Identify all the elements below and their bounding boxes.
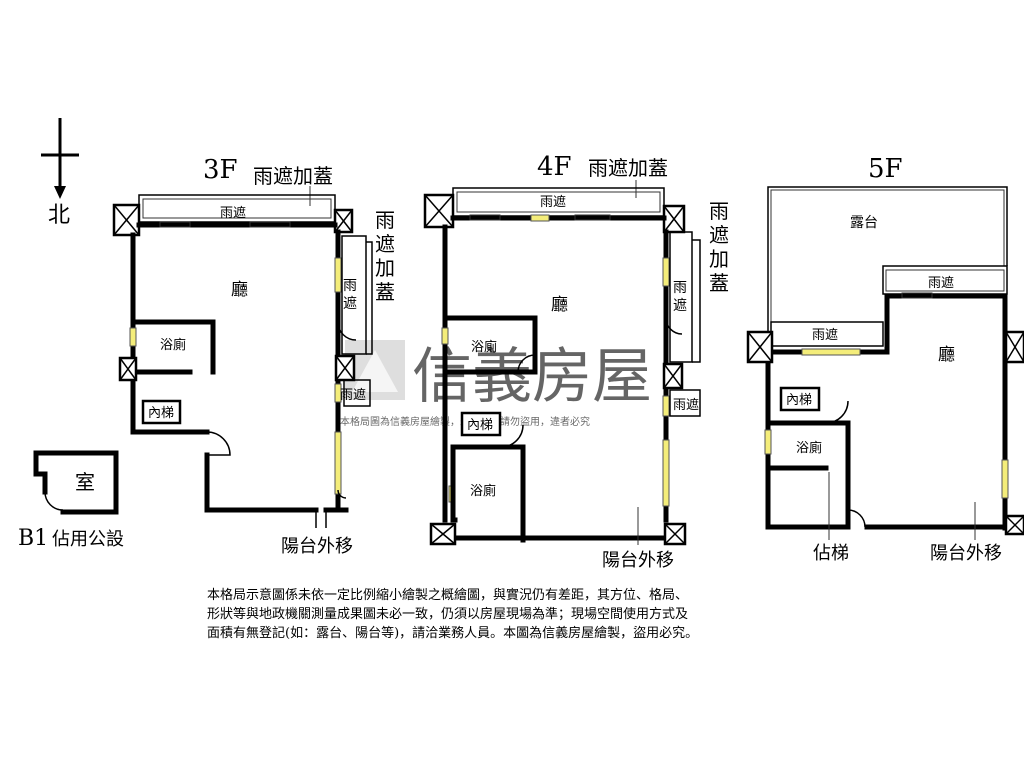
column-3f-tl <box>112 203 141 237</box>
column-4f-tl <box>423 193 455 229</box>
floor-5f: 5F 露台 雨遮 雨遮 <box>746 154 1024 564</box>
svg-text:內梯: 內梯 <box>148 406 174 421</box>
floor-3f-rain-shelter-top: 雨遮 <box>220 205 246 221</box>
north-label: 北 <box>48 203 70 228</box>
floor-5f-rain-shelter-upper: 雨遮 <box>928 275 954 291</box>
floor-b1: 室 B1 佔用公設 <box>18 450 124 551</box>
svg-text:內梯: 內梯 <box>467 418 493 433</box>
floor-5f-living: 廳 <box>938 345 955 365</box>
column-4f-bl <box>429 522 457 546</box>
floor-4f-rain-cover-side-3: 加 <box>709 247 729 271</box>
column-3f-tr <box>333 208 354 234</box>
floor-3f-rain-cover-side-1: 雨 <box>375 208 395 232</box>
floor-4f-bath-lower: 浴廁 <box>470 483 496 499</box>
svg-text:內梯: 內梯 <box>786 393 812 408</box>
floor-3f-rain-shelter-side-2: 遮 <box>343 296 357 312</box>
floor-5f-terrace: 露台 <box>850 215 878 231</box>
floor-3f-rain-shelter-small: 雨遮 <box>340 387 366 403</box>
floor-4f: 4F 雨遮加蓋 雨遮 內梯 <box>423 152 729 571</box>
floor-3f-balcony-note: 陽台外移 <box>281 536 353 557</box>
floor-3f-bath: 浴廁 <box>160 337 186 353</box>
floor-4f-rain-cover-top: 雨遮加蓋 <box>588 156 668 180</box>
floor-4f-balcony-note: 陽台外移 <box>602 550 674 571</box>
floor-4f-rain-shelter-top: 雨遮 <box>540 194 566 210</box>
floor-5f-balcony-note: 陽台外移 <box>930 543 1002 564</box>
floor-3f-rain-cover-top: 雨遮加蓋 <box>253 164 333 188</box>
north-compass: 北 <box>41 118 79 228</box>
column-3f-mid <box>334 354 356 382</box>
floor-4f-rain-cover-side-1: 雨 <box>709 199 729 223</box>
column-5f-right <box>1004 330 1024 364</box>
floor-3f-rain-cover-side-3: 加 <box>375 256 395 280</box>
floor-3f-living: 廳 <box>231 280 248 300</box>
floor-5f-stair-note: 佔梯 <box>813 543 849 564</box>
floor-4f-living: 廳 <box>551 295 568 315</box>
floor-4f-title: 4F <box>537 152 572 182</box>
disclaimer-line-2: 形狀等與地政機關測量成果圖未必一致，仍須以房屋現場為準；現場空間使用方式及 <box>207 607 689 622</box>
floor-3f-rain-cover-side-4: 蓋 <box>375 280 395 304</box>
column-5f-br <box>1004 514 1024 536</box>
floor-3f-title: 3F <box>203 155 238 185</box>
column-4f-tr <box>662 204 686 234</box>
floor-4f-bath-upper: 浴廁 <box>471 339 497 355</box>
floor-4f-inner-stair: 內梯 <box>460 411 502 437</box>
floor-b1-label: B1 <box>18 526 48 551</box>
floor-5f-inner-stair: 內梯 <box>779 386 821 412</box>
column-5f-left <box>746 330 774 364</box>
floor-4f-rain-cover-side-2: 遮 <box>709 223 729 247</box>
column-4f-br <box>663 522 687 546</box>
floor-5f-bath: 浴廁 <box>796 440 822 456</box>
floor-4f-rain-shelter-small: 雨遮 <box>673 397 699 413</box>
disclaimer-line-1: 本格局示意圖係未依一定比例縮小繪製之概繪圖，與實況仍有差距，其方位、格局、 <box>207 588 689 603</box>
floor-b1-note: 佔用公設 <box>52 529 124 550</box>
floor-4f-rain-shelter-side-1: 雨 <box>673 280 687 296</box>
floor-4f-rain-shelter-side-2: 遮 <box>673 298 687 314</box>
column-3f-left <box>118 356 138 382</box>
column-4f-mid <box>662 362 684 390</box>
disclaimer-line-3: 面積有無登記(如：露台、陽台等)，請洽業務人員。本圖為信義房屋繪製，盜用必究。 <box>207 626 699 641</box>
floor-3f-rain-shelter-side-1: 雨 <box>343 278 357 294</box>
watermark: 信義房屋 本格局圖為信義房屋繪製，未經允許請勿盜用，違者必究 <box>340 340 652 428</box>
floor-3f-rain-cover-side-2: 遮 <box>375 232 395 256</box>
floor-b1-room: 室 <box>75 470 95 494</box>
floor-5f-rain-shelter-lower: 雨遮 <box>812 327 838 343</box>
disclaimer: 本格局示意圖係未依一定比例縮小繪製之概繪圖，與實況仍有差距，其方位、格局、 形狀… <box>207 586 827 643</box>
floor-5f-title: 5F <box>868 154 903 184</box>
watermark-brand: 信義房屋 <box>412 342 652 412</box>
floor-4f-rain-cover-side-4: 蓋 <box>709 271 729 295</box>
floor-3f: 3F 雨遮加蓋 雨遮 <box>112 155 395 557</box>
floor-3f-inner-stair: 內梯 <box>141 399 182 425</box>
